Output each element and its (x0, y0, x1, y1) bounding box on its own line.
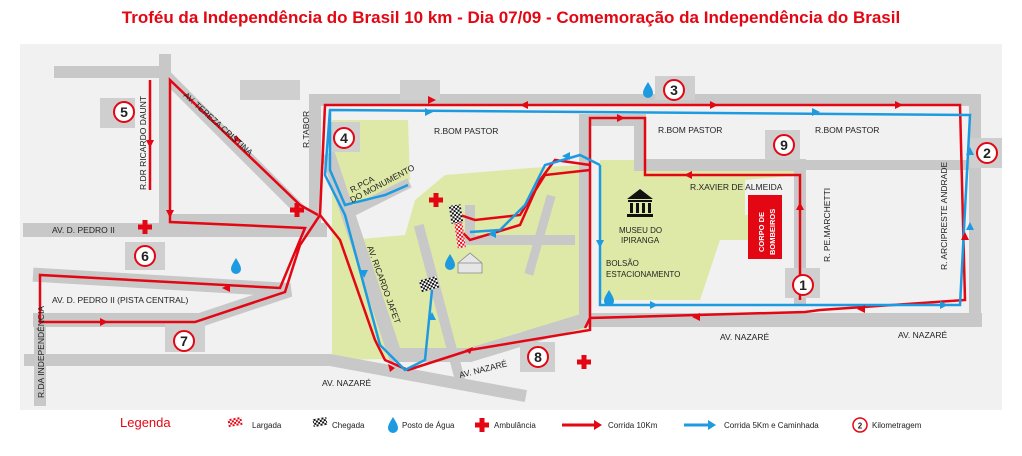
svg-text:4: 4 (340, 130, 348, 146)
legend-ambulance: Ambulância (494, 421, 536, 430)
legend-route-5k: Corrida 5Km e Caminhada (724, 421, 819, 430)
svg-text:2: 2 (858, 422, 863, 431)
street-dom-pedro-central: AV. D. PEDRO II (PISTA CENTRAL) (52, 295, 189, 305)
legend: Legenda Largada Chegada Posto de Água Am… (120, 415, 922, 433)
km-marker-7: 7 (173, 330, 195, 352)
finish-flag-icon (418, 275, 440, 293)
street-arcipreste-andrade: R. ARCIPRESTE ANDRADE (939, 162, 949, 270)
street-xavier-de-almeida: R.XAVIER DE ALMEIDA (690, 182, 783, 192)
parking-label-1: BOLSÃO (606, 259, 639, 268)
street-tabor: R.TABOR (301, 111, 311, 148)
start-flag-icon (227, 416, 243, 428)
street-nazare-3: AV. NAZARÉ (720, 332, 769, 342)
km-marker-8: 8 (527, 346, 549, 368)
route-5k (323, 108, 972, 372)
km-marker-icon: 2 (852, 417, 868, 433)
svg-text:3: 3 (670, 82, 678, 98)
street-bom-pastor-1: R.BOM PASTOR (434, 126, 498, 136)
start-flag-top-icon (448, 204, 464, 224)
street-nazare-4: AV. NAZARÉ (898, 330, 947, 340)
museum-icon (627, 189, 653, 217)
museum-label-1: MUSEU DO (619, 226, 662, 235)
street-bom-pastor-3: R.BOM PASTOR (815, 125, 879, 135)
museum-label-2: IPIRANGA (621, 236, 660, 245)
route-10k-swatch (562, 420, 602, 430)
svg-text:5: 5 (120, 104, 128, 120)
street-pe-marchetti: R. PE.MARCHETTI (822, 188, 832, 262)
km-marker-2: 2 (976, 142, 998, 164)
street-dom-pedro: AV. D. PEDRO II (52, 225, 115, 235)
km-markers: 1 2 3 4 5 6 7 8 9 (113, 79, 998, 368)
route-10k (38, 77, 967, 372)
km-marker-4: 4 (333, 127, 355, 149)
parking-label-2: ESTACIONAMENTO (606, 270, 680, 279)
svg-text:6: 6 (141, 248, 149, 264)
km-marker-5: 5 (113, 101, 135, 123)
km-marker-1: 1 (792, 274, 814, 296)
water-drop-icon (388, 417, 398, 433)
fire-station-label-2: BOMBEIROS (768, 209, 777, 255)
svg-text:2: 2 (983, 145, 991, 161)
tent-icon (457, 252, 483, 274)
km-marker-3: 3 (663, 79, 685, 101)
ambulance-cross-icon (475, 418, 489, 432)
svg-text:7: 7 (180, 333, 188, 349)
poster-title: Troféu da Independência do Brasil 10 km … (121, 8, 901, 27)
svg-text:9: 9 (780, 137, 788, 153)
route-5k-swatch (684, 420, 716, 430)
street-nazare-1: AV. NAZARÉ (322, 378, 371, 388)
legend-start: Largada (252, 421, 282, 430)
svg-text:1: 1 (799, 277, 807, 293)
km-marker-9: 9 (773, 134, 795, 156)
fire-station-box (748, 195, 782, 259)
street-ricardo-daunt: R.DR RICARDO DAUNT (138, 96, 148, 190)
street-bom-pastor-2: R.BOM PASTOR (658, 125, 722, 135)
legend-km: Kilometragem (872, 421, 922, 430)
legend-water: Posto de Água (402, 421, 455, 430)
km-marker-6: 6 (134, 245, 156, 267)
legend-route-10k: Corrida 10Km (608, 421, 658, 430)
svg-text:8: 8 (534, 349, 542, 365)
fire-station-label-1: CORPO DE (757, 212, 766, 252)
route-10k-arrows (100, 96, 969, 372)
route-5k-arrows (360, 108, 974, 320)
street-independencia: R.DA INDEPENDÊNCIA (36, 306, 46, 398)
legend-finish: Chegada (332, 421, 365, 430)
legend-title: Legenda (120, 415, 171, 430)
finish-flag-icon (312, 416, 328, 428)
